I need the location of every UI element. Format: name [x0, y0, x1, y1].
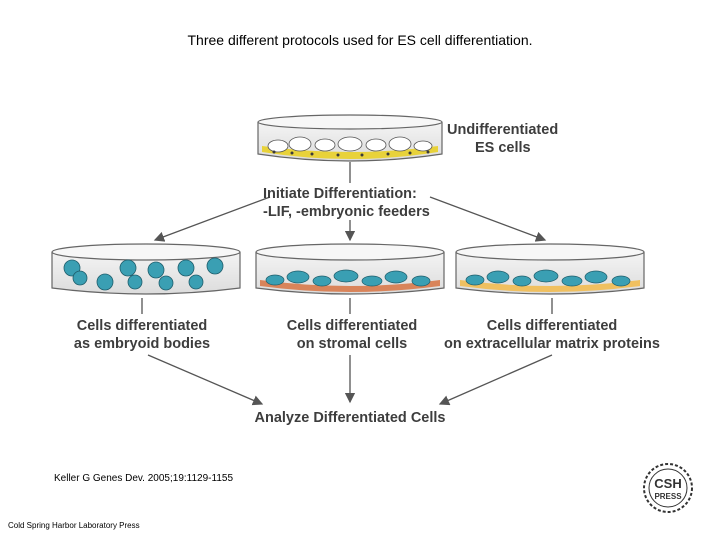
- node-eb-line1: Cells differentiated: [76, 318, 208, 334]
- node-ecm-line1: Cells differentiated: [486, 318, 618, 334]
- node-extracellular-matrix: Cells differentiated on extracellular ma…: [432, 317, 672, 353]
- dish-ecm-icon: [455, 243, 645, 295]
- node-analyze: Analyze Differentiated Cells: [254, 410, 446, 426]
- citation: Keller G Genes Dev. 2005;19:1129-1155: [54, 473, 234, 484]
- arrow-icon: [153, 162, 547, 242]
- dish-stromal-icon: [255, 243, 445, 295]
- csh-press-logo: CSH PRESS: [643, 463, 693, 513]
- node-initiate-differentiation: Initiate Differentiation: -LIF, -embryon…: [263, 185, 463, 221]
- arrow-icon: [147, 354, 553, 406]
- publisher-credit: Cold Spring Harbor Laboratory Press: [8, 521, 140, 530]
- node-stromal-line1: Cells differentiated: [286, 318, 418, 334]
- node-undifferentiated: Undifferentiated ES cells: [447, 121, 587, 157]
- node-stromal-line2: on stromal cells: [296, 336, 408, 352]
- node-ecm-line2: on extracellular matrix proteins: [444, 336, 660, 352]
- node-undifferentiated-line2: ES cells: [475, 140, 531, 156]
- connector-lines: [141, 298, 553, 314]
- node-undifferentiated-line1: Undifferentiated: [447, 122, 559, 138]
- logo-line2: PRESS: [654, 492, 682, 501]
- node-initiate-line1: Initiate Differentiation:: [263, 186, 417, 202]
- node-stromal-cells: Cells differentiated on stromal cells: [262, 317, 442, 353]
- logo-line1: CSH: [654, 476, 681, 491]
- page-title: Three different protocols used for ES ce…: [187, 32, 533, 48]
- node-embryoid-bodies: Cells differentiated as embryoid bodies: [52, 317, 232, 353]
- node-initiate-line2: -LIF, -embryonic feeders: [263, 204, 430, 220]
- node-eb-line2: as embryoid bodies: [73, 336, 211, 352]
- dish-embryoid-bodies-icon: [51, 243, 241, 295]
- dish-undifferentiated-icon: [257, 114, 443, 162]
